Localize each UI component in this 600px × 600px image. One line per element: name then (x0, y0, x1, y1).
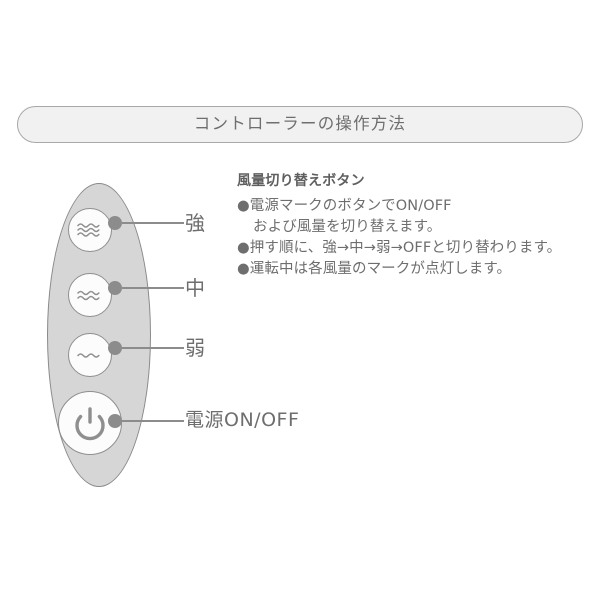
description-item: ●電源マークのボタンでON/OFF および風量を切り替えます。 (237, 196, 593, 238)
fan-speed-low-button[interactable] (68, 333, 112, 377)
bullet-icon: ● (237, 197, 250, 214)
connector-low (108, 341, 184, 355)
power-button[interactable] (58, 391, 122, 455)
page-title: コントローラーの操作方法 (193, 114, 407, 134)
fan-speed-high-button[interactable] (68, 208, 112, 252)
connector-high (108, 216, 184, 230)
description-item-line1: 運転中は各風量のマークが点灯します。 (249, 260, 512, 277)
description-item-line2: および風量を切り替えます。 (253, 218, 442, 235)
bullet-icon: ● (237, 260, 250, 277)
wave-2-icon (77, 290, 100, 301)
label-power-on-off: 電源ON/OFF (185, 409, 300, 431)
connector-dot-medium (108, 281, 122, 295)
description-item-line1: 電源マークのボタンでON/OFF (249, 197, 452, 214)
description-title: 風量切り替えボタン (237, 173, 365, 189)
label-fan-speed-low: 弱 (185, 336, 205, 360)
description-item-line1: 押す順に、強→中→弱→OFFと切り替わります。 (249, 239, 562, 256)
connector-line-power (122, 420, 184, 422)
label-fan-speed-high: 強 (185, 211, 205, 235)
connector-power (108, 414, 184, 428)
connector-medium (108, 281, 184, 295)
connector-dot-low (108, 341, 122, 355)
description-item: ●押す順に、強→中→弱→OFFと切り替わります。 (237, 238, 593, 259)
power-icon (75, 407, 105, 441)
label-fan-speed-medium: 中 (185, 276, 205, 300)
wave-3-icon (77, 223, 100, 237)
fan-speed-medium-button[interactable] (68, 273, 112, 317)
connector-line-high (122, 222, 184, 224)
description-item: ●運転中は各風量のマークが点灯します。 (237, 259, 593, 280)
description-block: 風量切り替えボタン ●電源マークのボタンでON/OFF および風量を切り替えます… (237, 173, 593, 280)
header-pill: コントローラーの操作方法 (17, 106, 583, 143)
controller-illustration (47, 183, 153, 489)
connector-dot-high (108, 216, 122, 230)
connector-dot-power (108, 414, 122, 428)
connector-line-medium (122, 287, 184, 289)
bullet-icon: ● (237, 239, 250, 256)
wave-1-icon (77, 353, 100, 358)
connector-line-low (122, 347, 184, 349)
